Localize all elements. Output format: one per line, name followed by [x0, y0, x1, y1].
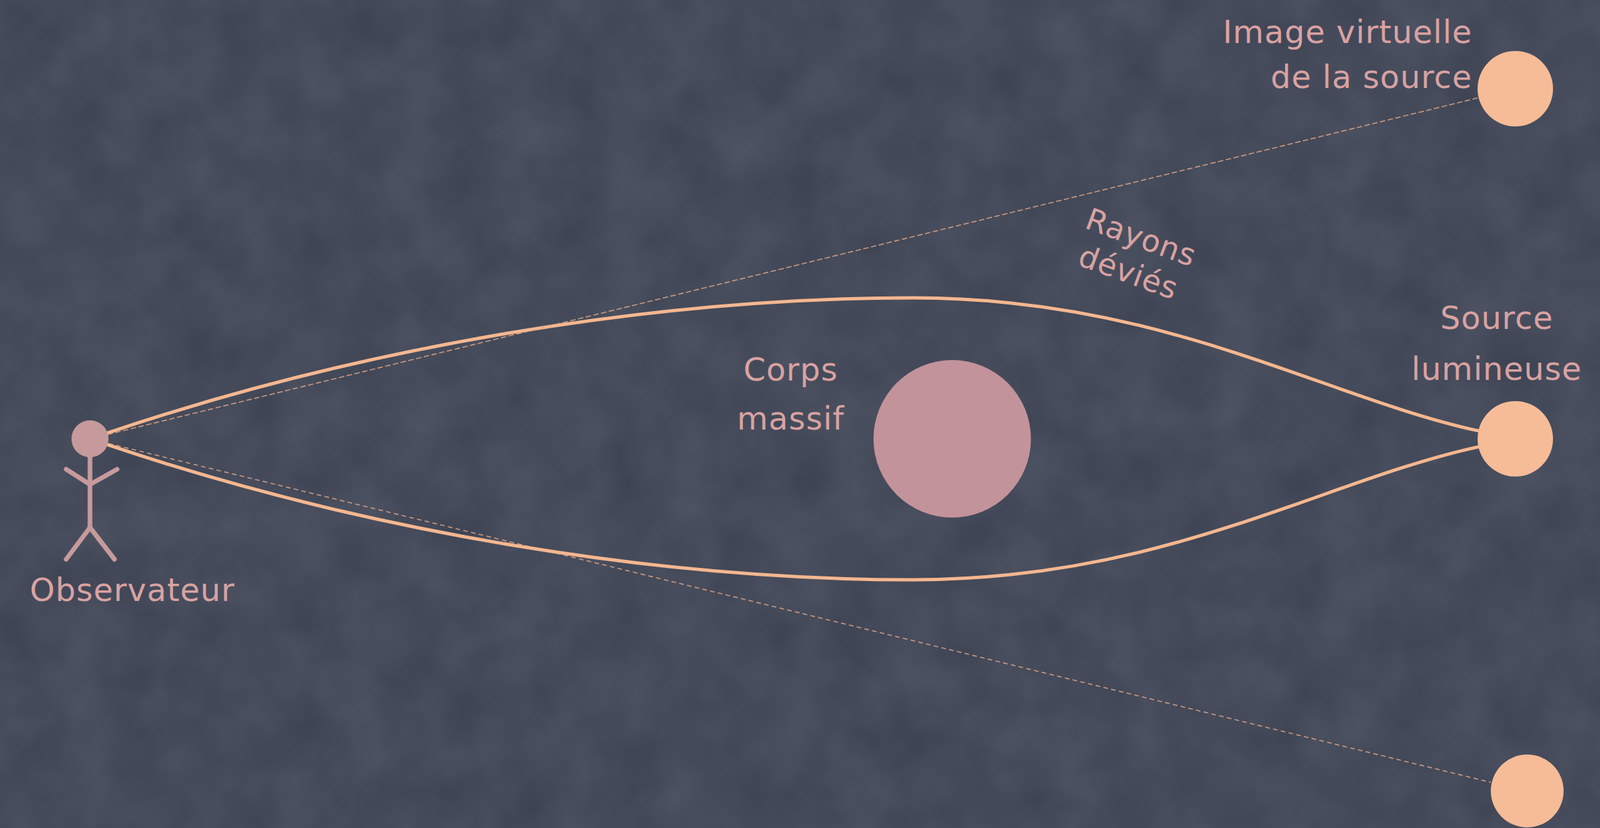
limb: [89, 469, 118, 485]
node-label: Corps massif: [731, 344, 851, 443]
virtual-image-shape: [1477, 50, 1554, 127]
node-label: Observateur: [29, 567, 235, 612]
limb: [89, 527, 115, 560]
virtual-image: [1490, 754, 1564, 828]
sight-line: [108, 443, 1491, 783]
limb: [88, 455, 93, 528]
node-label: Source lumineuse: [1407, 292, 1587, 395]
massive-body-shape: [873, 359, 1031, 518]
observer-figure: Observateur: [63, 418, 120, 566]
light-source: Source lumineuse: [1477, 400, 1554, 477]
disc: [1477, 400, 1554, 477]
node-label: Image virtuelle de la source: [1200, 9, 1473, 100]
disc: [1477, 50, 1554, 127]
disc: [873, 359, 1031, 518]
observer-figure-shape: [63, 418, 120, 566]
limb: [66, 469, 90, 485]
light-source-shape: [1477, 400, 1554, 477]
virtual-image: Image virtuelle de la source: [1477, 50, 1554, 127]
head: [71, 420, 109, 458]
light-ray: [107, 444, 1479, 580]
massive-body: Corps massif: [873, 359, 1031, 518]
edge-label: Rayons déviés: [1056, 195, 1213, 313]
limb: [66, 527, 90, 560]
